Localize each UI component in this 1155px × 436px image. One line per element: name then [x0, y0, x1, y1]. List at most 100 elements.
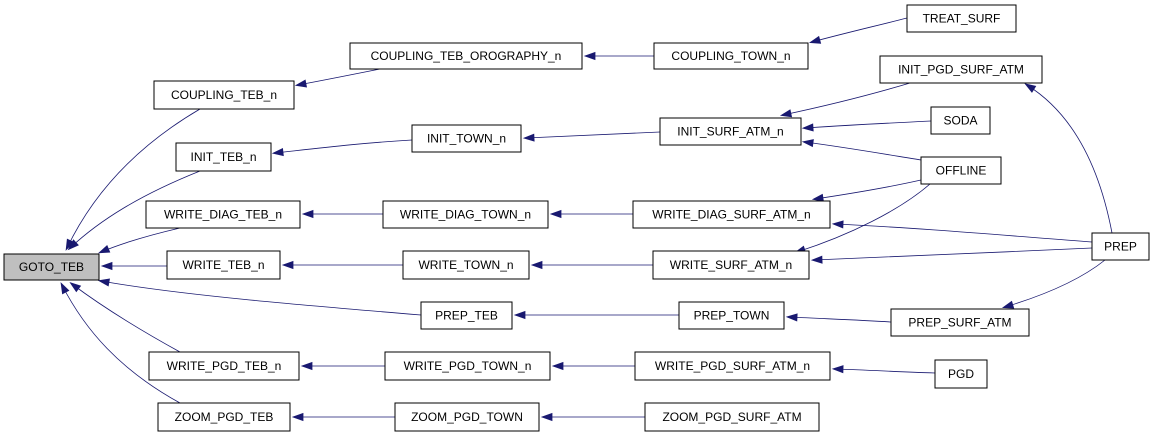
node-prep-town[interactable]: PREP_TOWN	[678, 301, 785, 330]
node-box	[1091, 232, 1150, 261]
arrowhead	[779, 109, 793, 118]
node-box	[678, 301, 785, 330]
edge-treat-surf-to-coupling-town-n	[808, 17, 908, 44]
arrowhead	[1024, 83, 1037, 93]
edge-zoom-pgd-town-to-zoom-pgd-teb	[291, 412, 395, 422]
node-label: INIT_PGD_SURF_ATM	[898, 63, 1024, 77]
edge-line	[1026, 84, 1113, 234]
node-label: WRITE_DIAG_TEB_n	[164, 208, 282, 222]
node-box	[632, 200, 831, 229]
node-label: PREP_SURF_ATM	[908, 316, 1011, 330]
arrowhead	[540, 412, 553, 422]
node-write-diag-teb-n[interactable]: WRITE_DIAG_TEB_n	[145, 200, 301, 229]
node-label: GOTO_TEB	[19, 260, 84, 274]
arrowhead	[98, 245, 111, 254]
edge-coupling-teb-orography-n-to-coupling-teb-n	[294, 68, 381, 88]
arrowhead	[831, 220, 844, 229]
edge-line	[796, 183, 931, 253]
node-init-teb-n[interactable]: INIT_TEB_n	[175, 142, 272, 172]
node-zoom-pgd-teb[interactable]: ZOOM_PGD_TEB	[157, 402, 291, 432]
edge-line	[71, 283, 181, 353]
node-label: PREP_TOWN	[694, 309, 770, 323]
edge-write-diag-teb-n-to-goto-teb	[98, 227, 181, 254]
node-init-pgd-surf-atm[interactable]: INIT_PGD_SURF_ATM	[879, 55, 1043, 84]
node-label: INIT_TEB_n	[190, 150, 256, 164]
edges-layer	[60, 17, 1113, 422]
node-box	[420, 301, 513, 330]
node-prep[interactable]: PREP	[1091, 232, 1150, 261]
node-label: PREP_TEB	[435, 309, 498, 323]
nodes-layer: GOTO_TEB COUPLING_TEB_n COUPLING_TEB_OROGR…	[3, 4, 1150, 432]
node-prep-teb[interactable]: PREP_TEB	[420, 301, 513, 330]
edge-line	[66, 108, 201, 249]
node-box	[644, 402, 820, 432]
node-box	[148, 351, 300, 381]
node-write-town-n[interactable]: WRITE_TOWN_n	[402, 250, 530, 280]
node-box	[879, 55, 1043, 84]
arrowhead	[60, 282, 70, 295]
edge-line	[782, 82, 911, 116]
node-label: ZOOM_PGD_TOWN	[411, 410, 523, 424]
node-init-surf-atm-n[interactable]: INIT_SURF_ATM_n	[659, 117, 802, 146]
edge-line	[1004, 259, 1106, 308]
node-box	[652, 250, 810, 280]
edge-line	[834, 368, 936, 374]
edge-write-town-n-to-write-teb-n	[281, 260, 403, 270]
arrowhead	[271, 148, 284, 157]
node-write-pgd-surf-atm-n[interactable]: WRITE_PGD_SURF_ATM_n	[634, 351, 831, 381]
arrowhead	[97, 278, 110, 287]
node-label: COUPLING_TEB_OROGRAPHY_n	[371, 49, 562, 63]
node-coupling-teb-n[interactable]: COUPLING_TEB_n	[153, 80, 295, 110]
edge-line	[61, 284, 181, 404]
node-write-pgd-town-n[interactable]: WRITE_PGD_TOWN_n	[384, 351, 551, 381]
node-box	[934, 359, 988, 389]
node-label: ZOOM_PGD_TEB	[175, 410, 274, 424]
arrowhead	[294, 79, 307, 88]
edge-line	[100, 280, 422, 316]
node-write-diag-surf-atm-n[interactable]: WRITE_DIAG_SURF_ATM_n	[632, 200, 831, 229]
edge-line	[804, 120, 932, 129]
edge-soda-to-init-surf-atm-n	[801, 120, 932, 132]
edge-offline-to-init-surf-atm-n	[801, 139, 922, 161]
node-soda[interactable]: SODA	[930, 106, 991, 135]
node-goto-teb[interactable]: GOTO_TEB	[3, 253, 100, 281]
edge-line	[814, 179, 922, 200]
node-write-surf-atm-n[interactable]: WRITE_SURF_ATM_n	[652, 250, 810, 280]
edge-prep-to-write-surf-atm-n	[810, 247, 1093, 264]
node-label: INIT_TOWN_n	[427, 132, 506, 146]
edge-line	[804, 141, 922, 161]
node-label: COUPLING_TOWN_n	[671, 49, 790, 63]
node-zoom-pgd-town[interactable]: ZOOM_PGD_TOWN	[394, 402, 540, 432]
node-label: WRITE_PGD_SURF_ATM_n	[655, 359, 810, 373]
edge-write-pgd-teb-n-to-goto-teb	[69, 282, 181, 353]
node-box	[3, 253, 100, 281]
node-offline[interactable]: OFFLINE	[920, 156, 1002, 185]
node-pgd[interactable]: PGD	[934, 359, 988, 389]
node-box	[890, 308, 1030, 337]
node-label: ZOOM_PGD_SURF_ATM	[662, 410, 801, 424]
node-write-pgd-teb-n[interactable]: WRITE_PGD_TEB_n	[148, 351, 300, 381]
edge-prep-town-to-prep-teb	[513, 310, 679, 320]
arrowhead	[551, 361, 564, 371]
edge-line	[788, 316, 892, 323]
node-box	[349, 42, 583, 70]
arrowhead	[811, 193, 824, 202]
arrowhead	[810, 255, 823, 264]
arrowhead	[801, 139, 814, 148]
edge-line	[69, 170, 201, 249]
node-write-diag-town-n[interactable]: WRITE_DIAG_TOWN_n	[382, 200, 549, 229]
node-box	[906, 4, 1017, 33]
node-coupling-teb-orography-n[interactable]: COUPLING_TEB_OROGRAPHY_n	[349, 42, 583, 70]
node-prep-surf-atm[interactable]: PREP_SURF_ATM	[890, 308, 1030, 337]
arrowhead	[801, 123, 814, 132]
edge-write-surf-atm-n-to-write-town-n	[530, 260, 653, 270]
node-write-teb-n[interactable]: WRITE_TEB_n	[166, 250, 281, 280]
edge-pgd-to-write-pgd-surf-atm-n	[831, 365, 936, 374]
arrowhead	[549, 209, 562, 219]
node-init-town-n[interactable]: INIT_TOWN_n	[411, 124, 522, 153]
node-coupling-town-n[interactable]: COUPLING_TOWN_n	[653, 42, 809, 70]
arrowhead	[281, 260, 294, 270]
node-zoom-pgd-surf-atm[interactable]: ZOOM_PGD_SURF_ATM	[644, 402, 820, 432]
node-treat-surf[interactable]: TREAT_SURF	[906, 4, 1017, 33]
node-label: COUPLING_TEB_n	[171, 88, 277, 102]
